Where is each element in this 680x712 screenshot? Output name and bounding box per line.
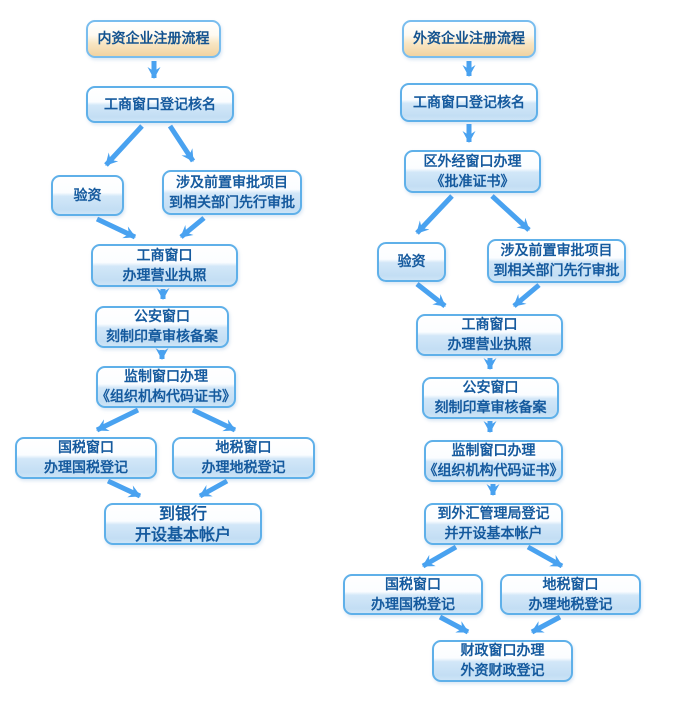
node-foreign-name-check: 工商窗口登记核名 <box>400 83 538 122</box>
node-label: 《组织机构代码证书》 <box>423 463 564 479</box>
edge-dom-preapproval-license <box>179 216 206 239</box>
node-foreign-fiscal-registration: 财政窗口办理 外资财政登记 <box>432 640 573 682</box>
node-domestic-capital-verification: 验资 <box>51 175 124 216</box>
node-label: 到相关部门先行审批 <box>493 263 620 279</box>
edge-for-nationaltax-fiscal <box>438 614 470 635</box>
node-foreign-org-code: 监制窗口办理 《组织机构代码证书》 <box>423 440 564 482</box>
node-label: 到银行 <box>158 504 207 523</box>
node-label: 验资 <box>73 187 102 204</box>
node-label: 办理国税登记 <box>371 596 455 613</box>
node-label: 并开设基本帐户 <box>444 526 543 542</box>
node-domestic-name-check: 工商窗口登记核名 <box>86 86 234 123</box>
node-label: 《批准证书》 <box>430 173 515 190</box>
edge-for-approval-preapproval <box>490 194 531 232</box>
edge-for-approval-capital <box>415 194 454 235</box>
node-label: 区外经窗口办理 <box>423 153 522 170</box>
edge-dom-orgcode-localtax <box>191 407 237 433</box>
node-foreign-business-license: 工商窗口 办理营业执照 <box>416 314 563 356</box>
edge-dom-namecheck-capital <box>104 124 144 167</box>
edge-for-preapproval-license <box>512 283 541 308</box>
edge-dom-namecheck-preapproval <box>167 124 196 163</box>
node-domestic-pre-approval: 涉及前置审批项目 到相关部门先行审批 <box>162 170 302 215</box>
node-foreign-capital-verification: 验资 <box>377 242 446 282</box>
node-foreign-approval-certificate: 区外经窗口办理 《批准证书》 <box>404 150 541 193</box>
node-domestic-start: 内资企业注册流程 <box>86 20 221 58</box>
node-label: 工商窗口登记核名 <box>413 94 525 111</box>
node-foreign-seal-record: 公安窗口 刻制印章审核备案 <box>422 377 559 419</box>
node-domestic-business-license: 工商窗口 办理营业执照 <box>91 244 238 287</box>
edge-dom-nationaltax-bank <box>106 478 142 499</box>
edge-dom-localtax-bank <box>198 478 229 499</box>
node-foreign-local-tax: 地税窗口 办理地税登记 <box>500 574 641 615</box>
node-foreign-start: 外资企业注册流程 <box>402 20 536 58</box>
node-label: 工商窗口登记核名 <box>104 96 216 113</box>
node-label: 《组织机构代码证书》 <box>96 389 236 405</box>
node-foreign-forex-registration: 到外汇管理局登记 并开设基本帐户 <box>424 503 563 545</box>
node-label: 到外汇管理局登记 <box>437 506 550 522</box>
node-label: 涉及前置审批项目 <box>500 243 613 259</box>
node-label: 公安窗口 <box>134 309 190 325</box>
node-label: 办理地税登记 <box>528 596 613 613</box>
node-domestic-org-code: 监制窗口办理 《组织机构代码证书》 <box>96 366 236 408</box>
node-label: 办理营业执照 <box>122 267 207 284</box>
edge-for-forex-localtax <box>526 544 564 569</box>
node-label: 办理地税登记 <box>201 460 286 476</box>
node-label: 地税窗口 <box>542 576 599 593</box>
node-label: 到相关部门先行审批 <box>169 194 295 211</box>
edge-for-forex-nationaltax <box>421 544 458 569</box>
node-label: 办理营业执照 <box>447 337 532 353</box>
node-label: 刻制印章审核备案 <box>106 329 218 345</box>
node-domestic-seal-record: 公安窗口 刻制印章审核备案 <box>95 306 229 348</box>
node-label: 外资企业注册流程 <box>413 31 525 47</box>
node-label: 工商窗口 <box>136 247 193 264</box>
edge-dom-capital-license <box>95 216 137 240</box>
node-label: 地税窗口 <box>215 440 272 456</box>
node-domestic-national-tax: 国税窗口 办理国税登记 <box>15 437 157 479</box>
node-label: 办理国税登记 <box>44 460 128 476</box>
node-label: 工商窗口 <box>461 317 518 333</box>
node-label: 公安窗口 <box>462 380 519 396</box>
node-label: 涉及前置审批项目 <box>176 174 288 191</box>
node-domestic-local-tax: 地税窗口 办理地税登记 <box>172 437 315 479</box>
edge-for-capital-license <box>415 282 447 308</box>
edge-dom-orgcode-nationaltax <box>95 407 140 433</box>
node-label: 外资财政登记 <box>460 663 545 679</box>
node-label: 验资 <box>397 254 426 270</box>
node-label: 开设基本帐户 <box>134 525 231 544</box>
edge-for-localtax-fiscal <box>530 614 562 635</box>
node-foreign-national-tax: 国税窗口 办理国税登记 <box>343 574 483 615</box>
node-label: 国税窗口 <box>385 576 441 593</box>
node-label: 监制窗口办理 <box>124 369 208 385</box>
node-label: 监制窗口办理 <box>451 443 536 459</box>
node-foreign-pre-approval: 涉及前置审批项目 到相关部门先行审批 <box>487 239 626 283</box>
node-label: 内资企业注册流程 <box>97 31 210 47</box>
node-label: 刻制印章审核备案 <box>434 400 547 416</box>
node-label: 财政窗口办理 <box>460 643 545 659</box>
node-label: 国税窗口 <box>58 440 114 456</box>
node-domestic-bank-account: 到银行 开设基本帐户 <box>104 503 262 545</box>
